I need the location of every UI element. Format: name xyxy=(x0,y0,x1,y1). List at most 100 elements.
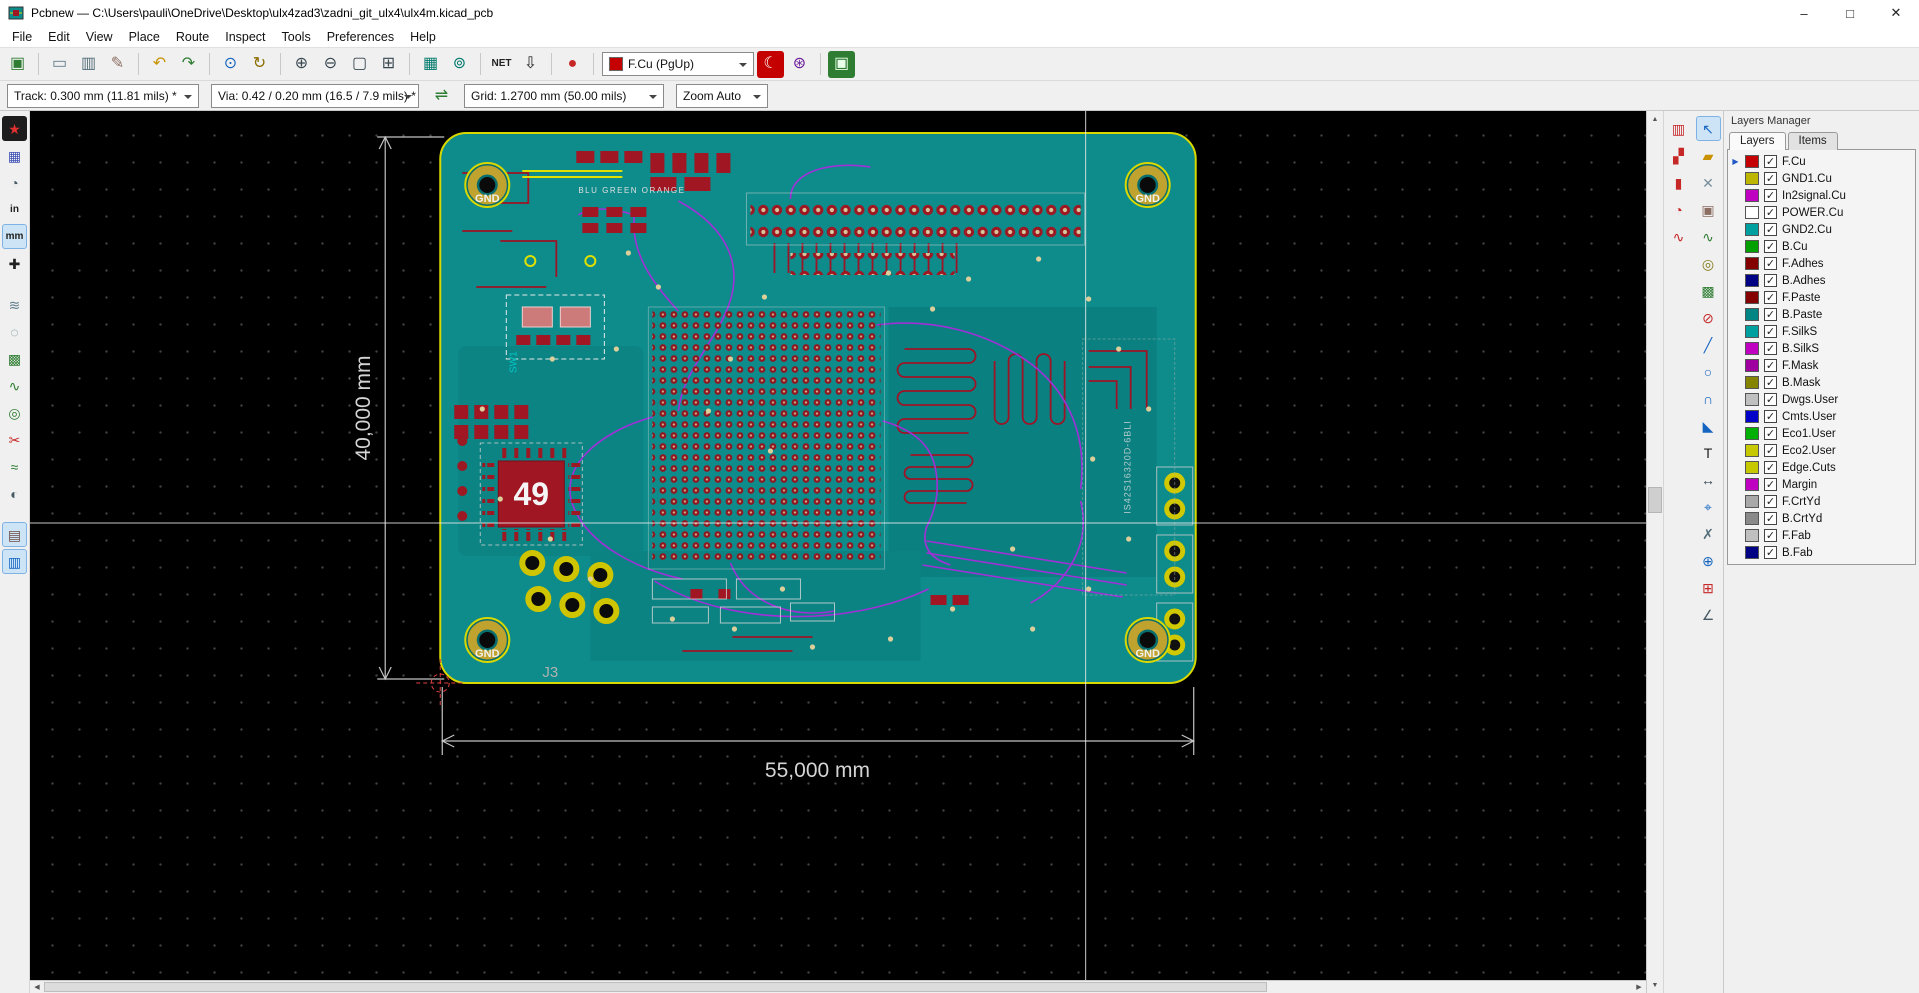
update-pcb-button[interactable]: ⇩ xyxy=(517,51,544,78)
menu-item-tools[interactable]: Tools xyxy=(274,28,319,46)
add-target-tool-button[interactable]: ⌖ xyxy=(1696,494,1721,519)
layer-visibility-checkbox[interactable]: ✓ xyxy=(1764,427,1777,440)
layer-row-f-fab[interactable]: ✓F.Fab xyxy=(1728,527,1915,544)
layer-row-f-cu[interactable]: ▶✓F.Cu xyxy=(1728,153,1915,170)
drc-toggle-button[interactable]: ★ xyxy=(2,116,27,141)
layer-color-swatch[interactable] xyxy=(1745,189,1759,202)
horizontal-scroll-track[interactable] xyxy=(44,981,1632,993)
layer-row-in2signal-cu[interactable]: ✓In2signal.Cu xyxy=(1728,187,1915,204)
layer-color-swatch[interactable] xyxy=(1745,427,1759,440)
add-footprint-tool-button[interactable]: ▣ xyxy=(1696,197,1721,222)
microwave-shape-button[interactable]: ∿ xyxy=(1666,224,1691,249)
layer-color-swatch[interactable] xyxy=(1745,359,1759,372)
layer-visibility-checkbox[interactable]: ✓ xyxy=(1764,206,1777,219)
units-inches-button[interactable]: in xyxy=(2,197,27,222)
track-width-select[interactable]: Track: 0.300 mm (11.81 mils) * xyxy=(7,84,199,108)
layer-visibility-checkbox[interactable]: ✓ xyxy=(1764,223,1777,236)
microwave-stub-button[interactable]: ▮ xyxy=(1666,170,1691,195)
layer-color-swatch[interactable] xyxy=(1745,274,1759,287)
delete-tool-button[interactable]: ✗ xyxy=(1696,521,1721,546)
microwave-gap-button[interactable]: ▞ xyxy=(1666,143,1691,168)
scroll-left-arrow[interactable]: ◀ xyxy=(30,981,44,993)
layer-color-swatch[interactable] xyxy=(1745,393,1759,406)
layer-color-swatch[interactable] xyxy=(1745,478,1759,491)
layer-row-f-mask[interactable]: ✓F.Mask xyxy=(1728,357,1915,374)
layer-row-f-paste[interactable]: ✓F.Paste xyxy=(1728,289,1915,306)
local-ratsnest-tool-button[interactable]: ✕ xyxy=(1696,170,1721,195)
layer-select[interactable]: F.Cu (PgUp) xyxy=(602,52,754,76)
layer-color-swatch[interactable] xyxy=(1745,376,1759,389)
zoom-in-button[interactable]: ⊕ xyxy=(288,51,315,78)
layer-row-power-cu[interactable]: ✓POWER.Cu xyxy=(1728,204,1915,221)
layer-color-swatch[interactable] xyxy=(1745,410,1759,423)
add-via-tool-button[interactable]: ◎ xyxy=(1696,251,1721,276)
highlight-net-tool-button[interactable]: ▰ xyxy=(1696,143,1721,168)
maximize-button[interactable]: □ xyxy=(1827,0,1873,26)
layer-visibility-checkbox[interactable]: ✓ xyxy=(1764,325,1777,338)
layer-color-swatch[interactable] xyxy=(1745,308,1759,321)
route-tracks-tool-button[interactable]: ∿ xyxy=(1696,224,1721,249)
layer-visibility-checkbox[interactable]: ✓ xyxy=(1764,257,1777,270)
layers-manager-toggle-button[interactable]: ▤ xyxy=(2,522,27,547)
layer-row-f-crtyd[interactable]: ✓F.CrtYd xyxy=(1728,493,1915,510)
layer-row-b-crtyd[interactable]: ✓B.CrtYd xyxy=(1728,510,1915,527)
scroll-down-arrow[interactable]: ▼ xyxy=(1647,977,1663,993)
polar-coords-button[interactable]: ◔ xyxy=(2,170,27,195)
vertical-scroll-track[interactable] xyxy=(1647,127,1663,977)
footprint-viewer-button[interactable]: ⊚ xyxy=(446,51,473,78)
layer-color-swatch[interactable] xyxy=(1745,257,1759,270)
add-zone-tool-button[interactable]: ▩ xyxy=(1696,278,1721,303)
layer-color-swatch[interactable] xyxy=(1745,444,1759,457)
layer-color-swatch[interactable] xyxy=(1745,155,1759,168)
via-size-select[interactable]: Via: 0.42 / 0.20 mm (16.5 / 7.9 mils) * xyxy=(211,84,419,108)
refresh-button[interactable]: ↻ xyxy=(246,51,273,78)
local-ratsnest-button[interactable]: ◌ xyxy=(2,319,27,344)
grid-select[interactable]: Grid: 1.2700 mm (50.00 mils) xyxy=(464,84,664,108)
scroll-up-arrow[interactable]: ▲ xyxy=(1647,111,1663,127)
microwave-arc-stub-button[interactable]: ◔ xyxy=(1666,197,1691,222)
tab-layers[interactable]: Layers xyxy=(1729,132,1786,150)
menu-item-inspect[interactable]: Inspect xyxy=(217,28,273,46)
layer-color-swatch[interactable] xyxy=(1745,206,1759,219)
horizontal-scroll-thumb[interactable] xyxy=(44,982,1267,992)
layer-color-swatch[interactable] xyxy=(1745,495,1759,508)
layer-color-swatch[interactable] xyxy=(1745,461,1759,474)
high-contrast-button[interactable]: ◐ xyxy=(2,481,27,506)
menu-item-view[interactable]: View xyxy=(78,28,121,46)
layer-row-f-silks[interactable]: ✓F.SilkS xyxy=(1728,323,1915,340)
vertical-scrollbar[interactable]: ▲ ▼ xyxy=(1646,111,1663,993)
layer-color-swatch[interactable] xyxy=(1745,342,1759,355)
action-plugins-button[interactable]: ⊛ xyxy=(786,51,813,78)
layer-visibility-checkbox[interactable]: ✓ xyxy=(1764,376,1777,389)
layer-visibility-checkbox[interactable]: ✓ xyxy=(1764,359,1777,372)
layer-row-eco1-user[interactable]: ✓Eco1.User xyxy=(1728,425,1915,442)
layer-color-swatch[interactable] xyxy=(1745,546,1759,559)
measure-tool-button[interactable]: ∠ xyxy=(1696,602,1721,627)
delete-extra-tracks-button[interactable]: ✂ xyxy=(2,427,27,452)
layer-color-swatch[interactable] xyxy=(1745,325,1759,338)
microwave-line-button[interactable]: ▥ xyxy=(1666,116,1691,141)
layer-row-b-paste[interactable]: ✓B.Paste xyxy=(1728,306,1915,323)
scroll-right-arrow[interactable]: ▶ xyxy=(1632,981,1646,993)
layer-row-b-mask[interactable]: ✓B.Mask xyxy=(1728,374,1915,391)
layer-row-b-fab[interactable]: ✓B.Fab xyxy=(1728,544,1915,561)
auto-track-width-button[interactable]: ⇌ xyxy=(428,82,455,109)
menu-item-route[interactable]: Route xyxy=(168,28,217,46)
layer-visibility-checkbox[interactable]: ✓ xyxy=(1764,172,1777,185)
grid-origin-button[interactable]: ⊞ xyxy=(1696,575,1721,600)
layer-color-swatch[interactable] xyxy=(1745,512,1759,525)
drc-button[interactable]: ● xyxy=(559,51,586,78)
footprint-editor-button[interactable]: ▦ xyxy=(417,51,444,78)
menu-item-edit[interactable]: Edit xyxy=(40,28,78,46)
ratsnest-button[interactable]: ≋ xyxy=(2,292,27,317)
zones-display-button[interactable]: ▩ xyxy=(2,346,27,371)
redo-button[interactable]: ↷ xyxy=(175,51,202,78)
page-settings-button[interactable]: ▭ xyxy=(46,51,73,78)
add-polygon-tool-button[interactable]: ◣ xyxy=(1696,413,1721,438)
canvas-area[interactable]: GND xyxy=(30,111,1646,993)
layer-visibility-checkbox[interactable]: ✓ xyxy=(1764,342,1777,355)
pads-sketch-button[interactable]: ◎ xyxy=(2,400,27,425)
minimize-button[interactable]: – xyxy=(1781,0,1827,26)
layer-color-swatch[interactable] xyxy=(1745,291,1759,304)
layer-row-margin[interactable]: ✓Margin xyxy=(1728,476,1915,493)
